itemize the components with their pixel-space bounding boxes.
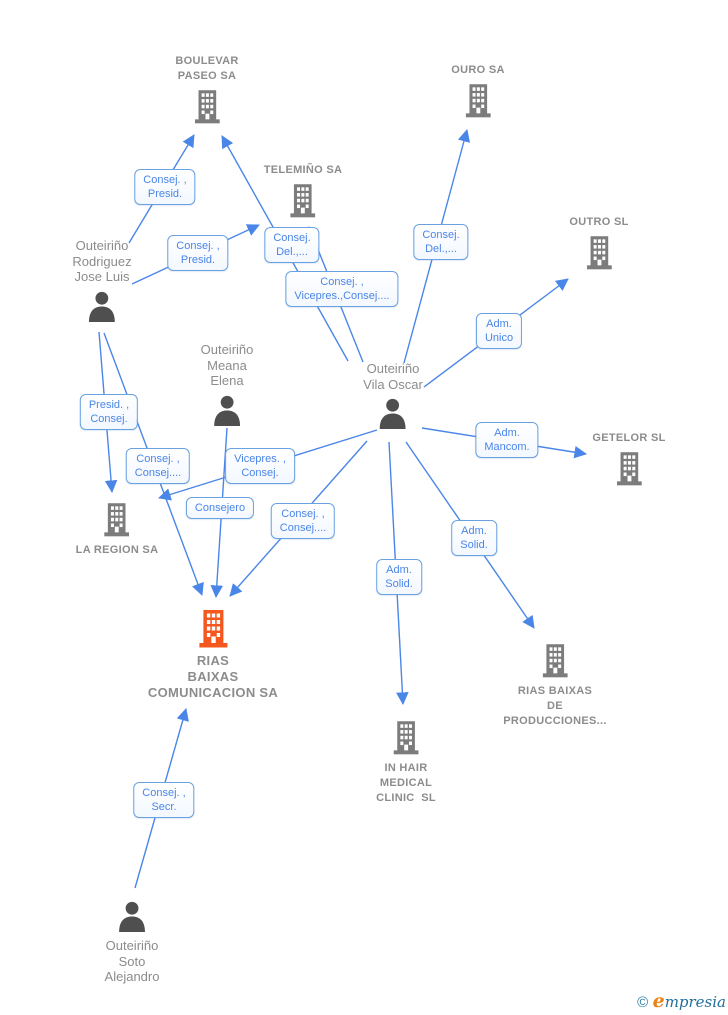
person-node-outeirino-meana-elena[interactable]: Outeiriño Meana Elena <box>200 342 254 426</box>
edge-label-box: Adm. Mancom. <box>475 422 539 458</box>
edge-label-box: Presid. , Consej. <box>79 394 139 430</box>
person-icon <box>378 398 407 429</box>
company-label: BOULEVAR PASEO SA <box>175 55 239 82</box>
company-node-outro-sl[interactable]: OUTRO SL <box>569 215 628 271</box>
edge-label-box: Consej. , Consej.... <box>125 448 191 484</box>
company-node-ouro-sa[interactable]: OURO SA <box>451 63 504 119</box>
building-icon <box>584 235 614 271</box>
person-icon <box>213 395 242 426</box>
company-label: OURO SA <box>451 64 505 76</box>
person-icon <box>118 901 147 932</box>
watermark-logo[interactable]: © empresia <box>637 990 726 1012</box>
company-label: IN HAIR MEDICAL CLINIC SL <box>376 762 436 804</box>
edge-label-box: Vicepres. , Consej. <box>225 448 295 484</box>
person-label: Outeiriño Vila Oscar <box>363 361 423 392</box>
person-label: Outeiriño Rodriguez Jose Luis <box>72 238 132 284</box>
edge-label-box: Adm. Unico <box>475 313 523 349</box>
edge-label-box: Adm. Solid. <box>451 520 497 556</box>
copyright-symbol: © <box>637 994 649 1011</box>
building-icon <box>391 720 421 756</box>
company-label: TELEMIÑO SA <box>263 164 343 176</box>
company-node-in-hair-medical-clinic-sl[interactable]: IN HAIR MEDICAL CLINIC SL <box>376 720 436 806</box>
building-icon <box>463 83 493 119</box>
company-node-telemino-sa[interactable]: TELEMIÑO SA <box>264 163 342 219</box>
company-label: GETELOR SL <box>592 432 666 444</box>
edge-label-box: Consej. , Presid. <box>167 235 229 271</box>
person-node-outeirino-rodriguez-jose-luis[interactable]: Outeiriño Rodriguez Jose Luis <box>72 238 132 322</box>
person-label: Outeiriño Meana Elena <box>200 342 254 388</box>
edge-label-box: Consej. , Secr. <box>133 782 195 818</box>
building-icon <box>614 451 644 487</box>
brand-initial: e <box>652 990 665 1012</box>
company-label: RIAS BAIXAS COMUNICACION SA <box>147 653 279 700</box>
edge-label-box: Consej. Del.,... <box>264 227 320 263</box>
person-node-outeirino-soto-alejandro[interactable]: Outeiriño Soto Alejandro <box>104 901 160 985</box>
building-icon <box>540 643 570 679</box>
company-node-la-region-sa[interactable]: LA REGION SA <box>76 502 159 558</box>
company-label: OUTRO SL <box>569 216 629 228</box>
building-icon <box>195 610 230 648</box>
company-label: LA REGION SA <box>75 544 159 556</box>
company-node-boulevar-paseo-sa[interactable]: BOULEVAR PASEO SA <box>175 54 238 125</box>
person-icon <box>87 291 116 322</box>
building-icon <box>102 502 132 538</box>
company-node-rias-baixas-de-producciones[interactable]: RIAS BAIXAS DE PRODUCCIONES... <box>503 643 607 729</box>
edge-label-box: Consej. , Consej.... <box>270 503 336 539</box>
company-node-getelor-sl[interactable]: GETELOR SL <box>592 431 665 487</box>
person-label: Outeiriño Soto Alejandro <box>104 938 160 984</box>
edge-label-box: Adm. Solid. <box>376 559 422 595</box>
company-node-rias-baixas-comunicacion-sa[interactable]: RIAS BAIXAS COMUNICACION SA <box>148 610 278 701</box>
company-label: RIAS BAIXAS DE PRODUCCIONES... <box>503 685 607 727</box>
person-node-outeirino-vila-oscar[interactable]: Outeiriño Vila Oscar <box>363 361 423 429</box>
edge-label-box: Consej. Del.,... <box>413 224 469 260</box>
edge-label-box: Consejero <box>185 497 255 519</box>
building-icon <box>192 89 222 125</box>
edge-label-box: Consej. , Vicepres.,Consej.... <box>285 271 399 307</box>
brand-name: mpresia <box>664 993 726 1011</box>
building-icon <box>288 183 318 219</box>
edge-label-box: Consej. , Presid. <box>134 169 196 205</box>
